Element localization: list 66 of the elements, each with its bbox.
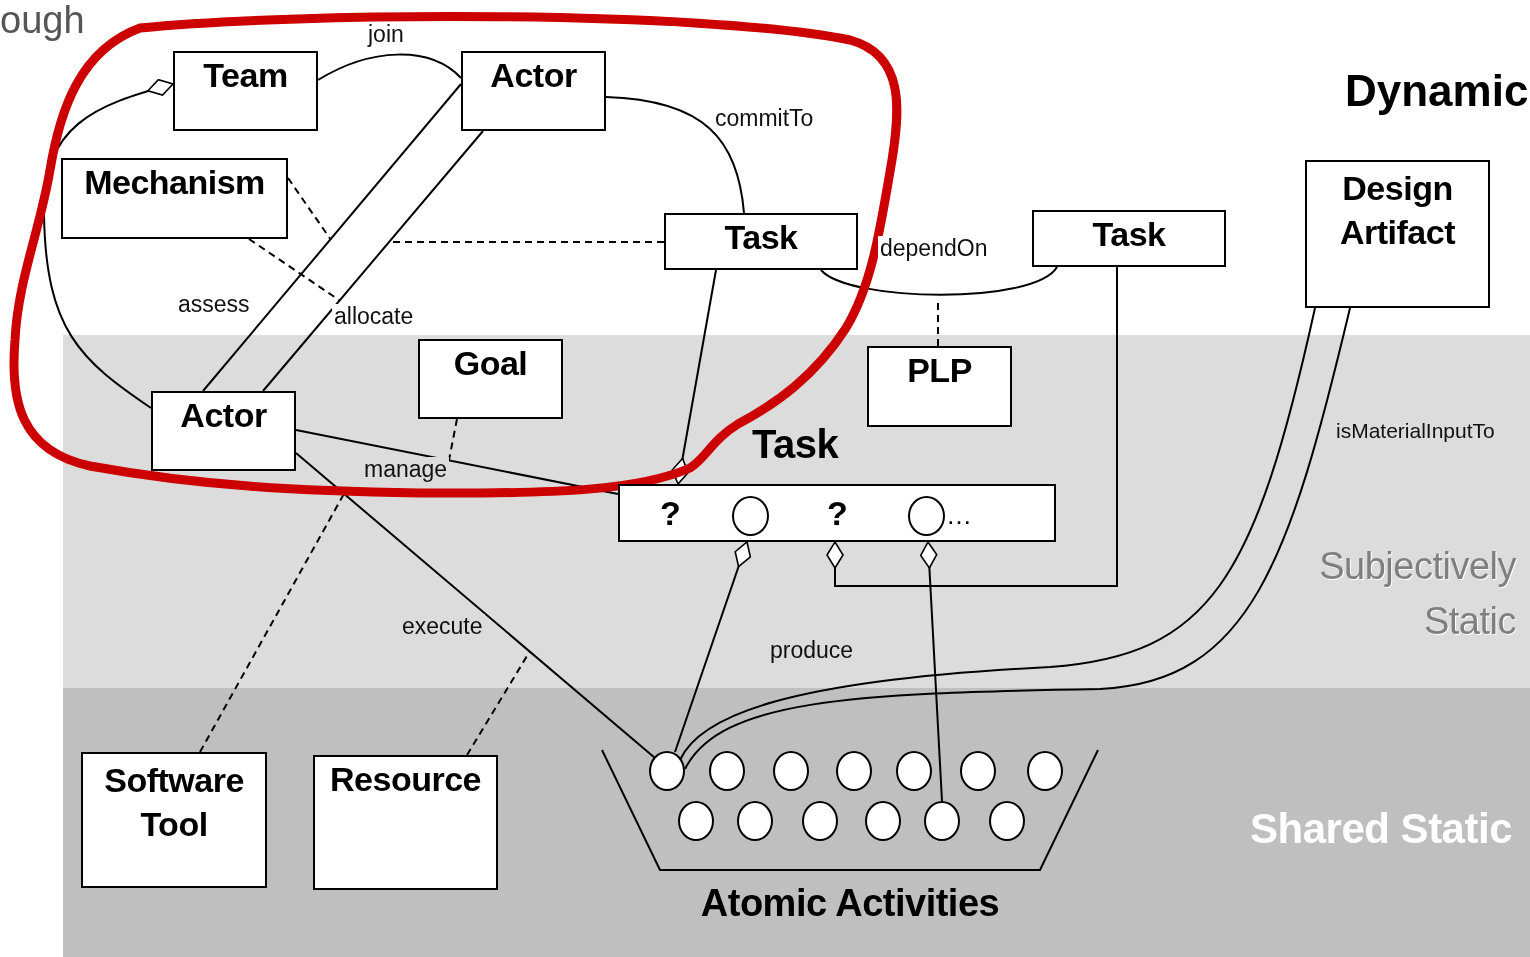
layer-band	[63, 335, 1530, 688]
heading-fragment: ough	[0, 0, 85, 42]
concept-box	[173, 51, 318, 131]
concept-box	[81, 752, 267, 888]
dashed-connector	[287, 177, 332, 241]
layer-band	[63, 688, 1530, 957]
concept-box	[1032, 210, 1226, 267]
box-label: PLP	[906, 350, 973, 391]
edge-label: commitTo	[713, 106, 816, 132]
placeholder-text: ?	[827, 493, 848, 534]
box-label: Task	[1091, 214, 1167, 255]
concept-box	[313, 755, 498, 890]
edge-label: dependOn	[878, 236, 990, 262]
box-label: Software Tool	[103, 760, 245, 846]
connector	[820, 266, 1058, 296]
box-label: Actor	[489, 55, 578, 96]
concept-box	[151, 391, 296, 471]
activity-circle	[732, 496, 769, 536]
concept-box	[461, 51, 606, 131]
connector	[295, 452, 656, 759]
concept-box	[867, 346, 1012, 427]
placeholder-text: …	[946, 500, 972, 532]
box-label: Mechanism	[83, 162, 266, 203]
connector	[295, 429, 619, 495]
layer-label: Shared Static	[1250, 804, 1512, 854]
concept-box	[1305, 160, 1490, 308]
activity-circle	[773, 751, 809, 791]
activity-circle	[836, 751, 872, 791]
activity-circle	[924, 801, 960, 841]
connector	[202, 83, 462, 392]
connector	[262, 130, 484, 392]
box-label: Task	[723, 217, 799, 258]
concept-box	[664, 213, 858, 270]
group-label: Atomic Activities	[699, 881, 1001, 926]
activity-circle	[896, 751, 932, 791]
connector	[826, 266, 1118, 587]
placeholder-text: ?	[660, 493, 681, 534]
connector	[671, 269, 717, 485]
activity-circle	[649, 751, 685, 791]
box-label: Team	[202, 55, 289, 96]
layer-label: Dynamic	[1345, 66, 1529, 116]
concept-box	[418, 339, 563, 419]
box-label: Goal	[452, 343, 529, 384]
connector	[317, 53, 462, 81]
activity-circle	[802, 801, 838, 841]
activity-circle	[678, 801, 714, 841]
activity-circle	[989, 801, 1025, 841]
box-label: Design Artifact	[1339, 168, 1457, 254]
activity-circle	[865, 801, 901, 841]
layer-label: Subjectively Static	[1318, 544, 1516, 645]
dashed-connector	[466, 650, 531, 756]
box-label: Actor	[179, 395, 268, 436]
activity-circle	[960, 751, 996, 791]
connector	[605, 96, 745, 214]
activity-circle	[709, 751, 745, 791]
box-label: Task	[752, 421, 839, 468]
activity-circle	[737, 801, 773, 841]
activity-circle	[1027, 751, 1063, 791]
dashed-connector	[248, 238, 340, 301]
edge-label: manage	[362, 457, 450, 483]
activity-circle	[908, 496, 945, 536]
connector	[674, 541, 752, 753]
connector	[919, 541, 943, 802]
edge-label: join	[366, 22, 406, 48]
box-label: Resource	[329, 759, 482, 800]
concept-box	[61, 158, 288, 239]
